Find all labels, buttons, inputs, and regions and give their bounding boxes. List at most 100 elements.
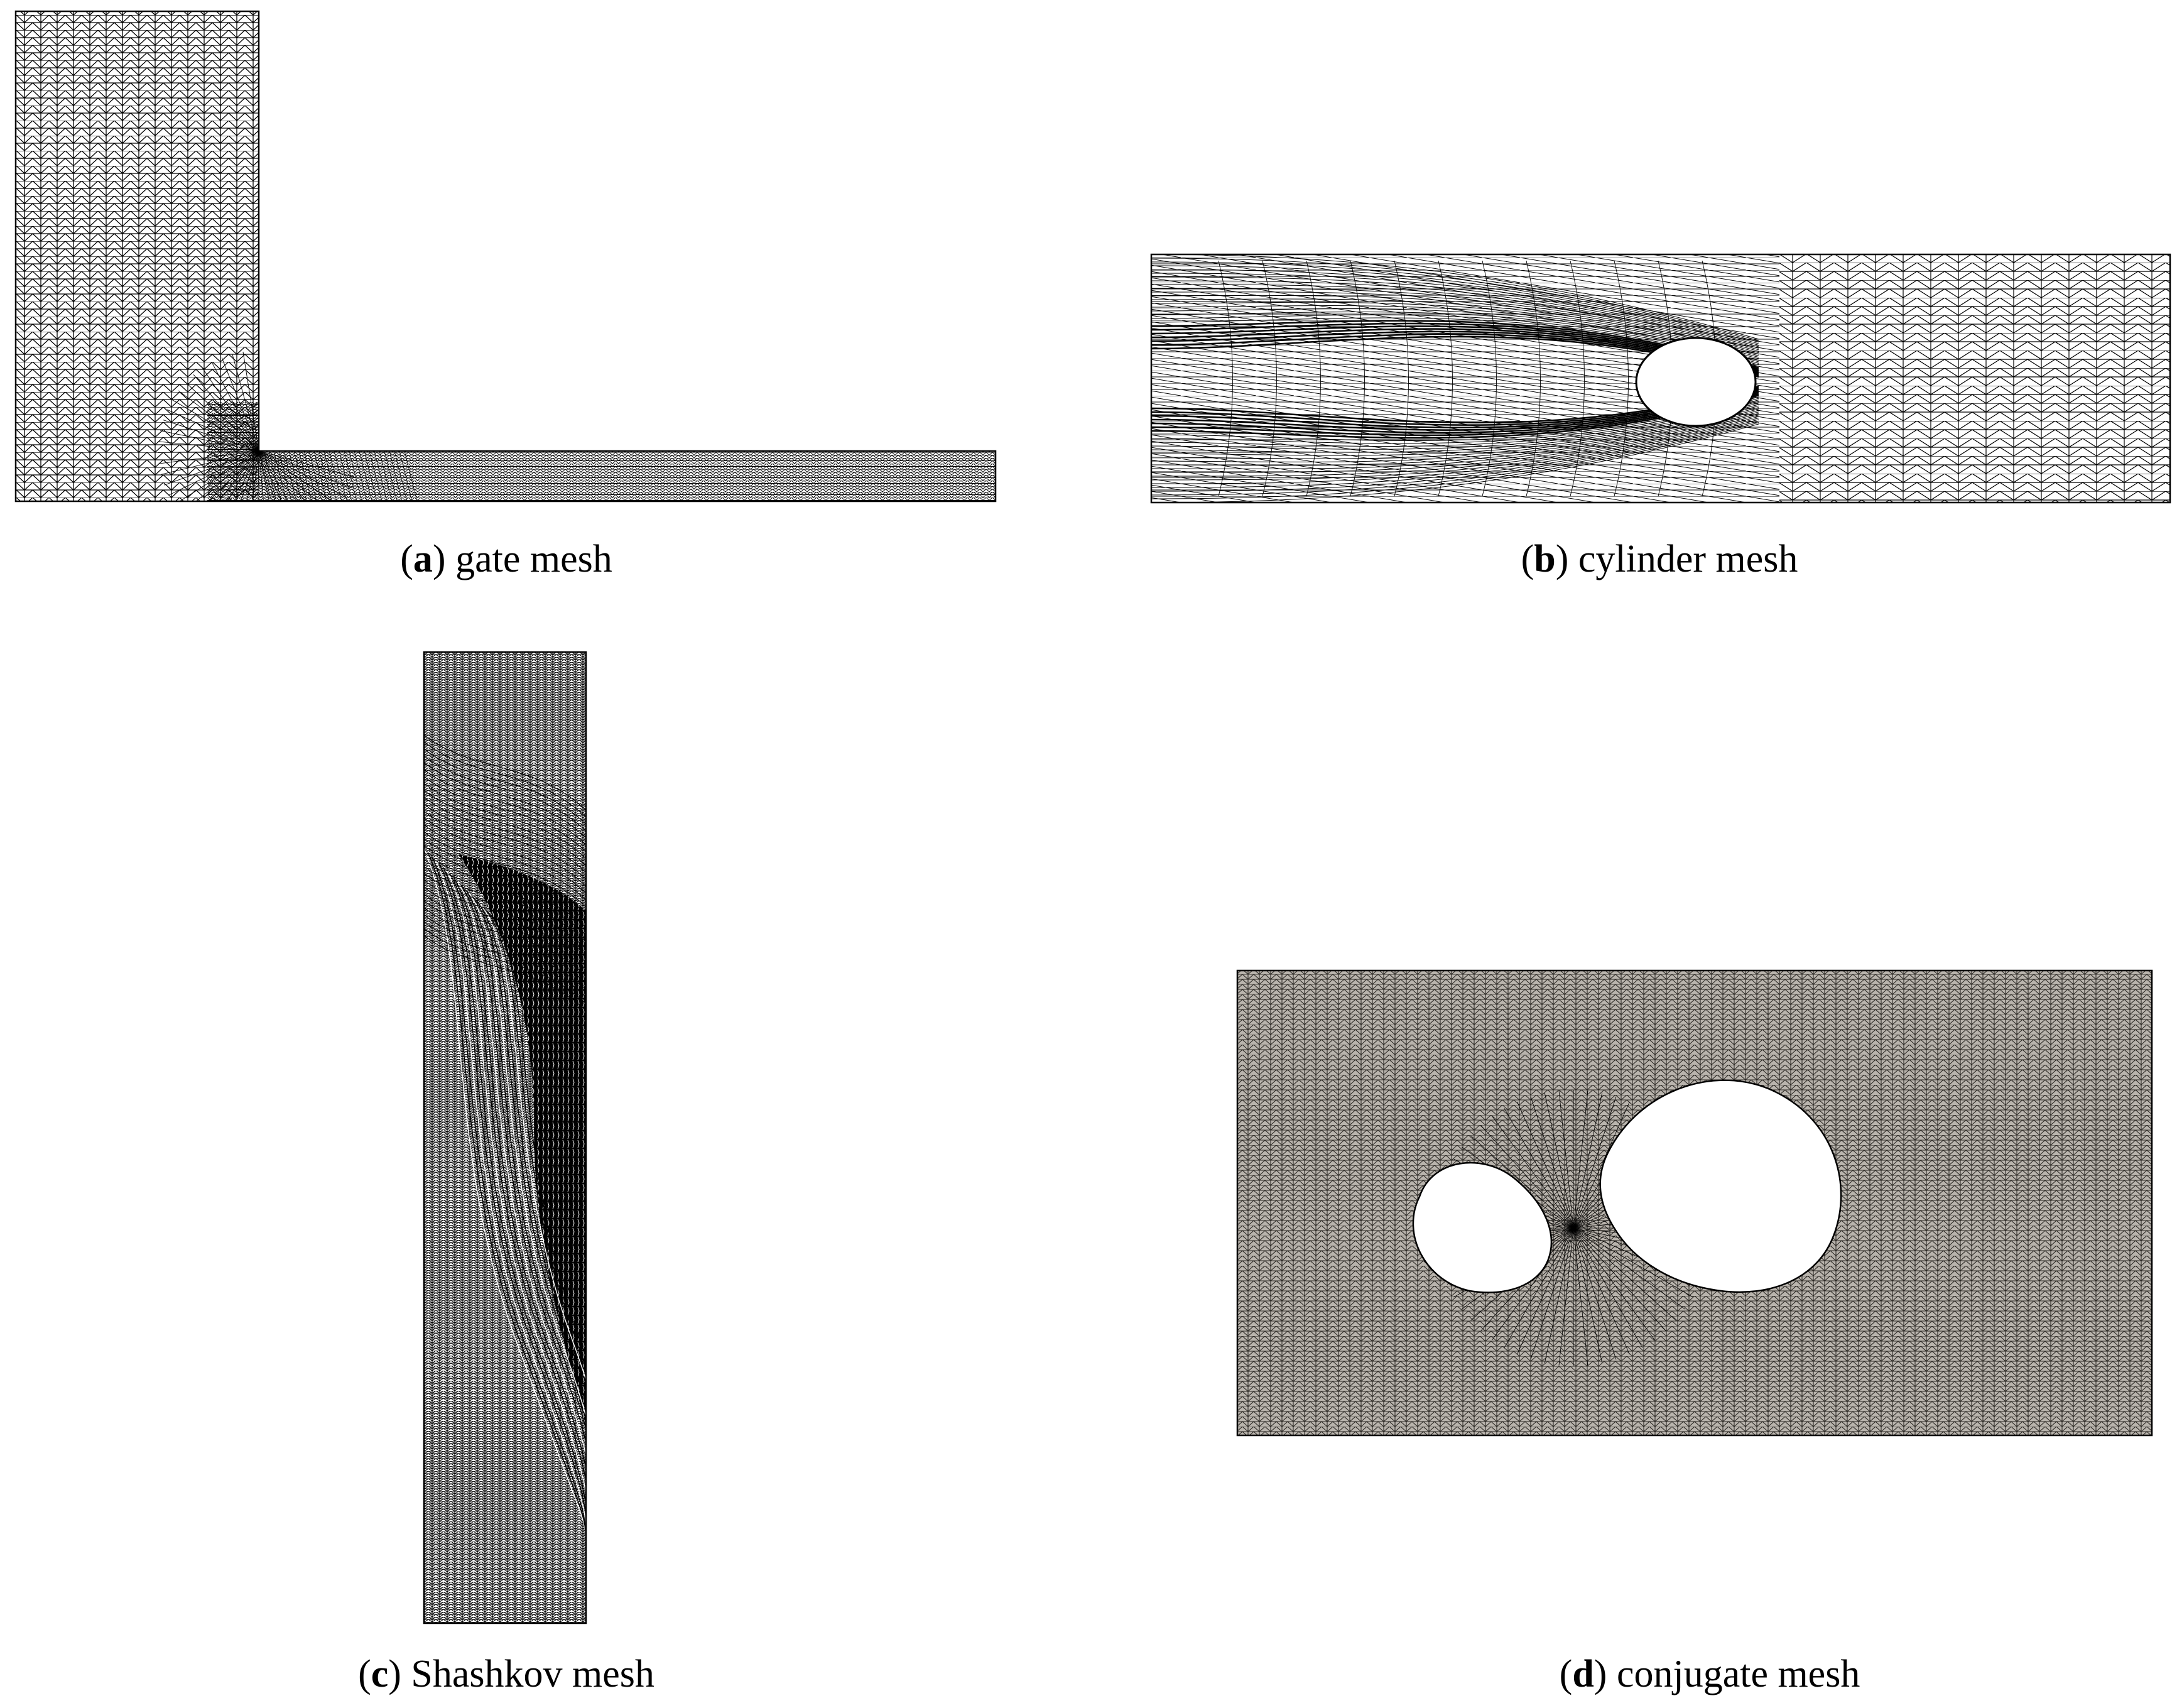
cylinder-cross-line: [1614, 260, 1629, 497]
gate-mesh-fan-line: [193, 374, 259, 452]
shashkov-mesh-curve: [424, 873, 586, 949]
cylinder-mesh-wake-region: [1779, 254, 2170, 503]
cylinder-streamline: [1151, 400, 1759, 447]
large-hole: [1599, 1079, 1842, 1293]
cylinder-streamline: [1151, 415, 1759, 481]
shashkov-mesh-curve: [424, 769, 586, 846]
gate-mesh-fan-line: [288, 450, 302, 501]
conjugate-mesh-fan-line: [1517, 1101, 1574, 1229]
gate-mesh-fan-line: [308, 450, 322, 501]
caption-b-text: cylinder mesh: [1578, 538, 1798, 580]
small-hole: [1412, 1161, 1553, 1293]
cylinder-streamline: [1151, 288, 1759, 354]
conjugate-mesh-fan-line: [1573, 1227, 1643, 1348]
conjugate-mesh-fan-line: [1573, 1227, 1617, 1360]
shashkov-mesh-curve: [424, 790, 586, 866]
gate-mesh-fan-line: [263, 450, 277, 501]
shashkov-mesh-curve: [487, 911, 586, 1540]
cylinder-mesh-boundary: [1150, 253, 2171, 504]
gate-mesh-fan-line: [160, 430, 259, 452]
gate-mesh-channel-region: [259, 451, 996, 501]
shashkov-mesh-boundary: [423, 651, 587, 1624]
conjugate-mesh-fan-line: [1558, 1091, 1574, 1229]
conjugate-mesh-fan-line: [1530, 1227, 1574, 1360]
cylinder-streamline: [1151, 280, 1759, 351]
shashkov-mesh-curve: [424, 866, 586, 942]
gate-mesh-fan-line: [158, 450, 259, 453]
conjugate-mesh-fan-line: [1573, 1091, 1588, 1229]
shashkov-mesh-curve: [472, 896, 586, 1540]
gate-mesh-fan-line: [339, 450, 352, 501]
cylinder-streamline: [1151, 258, 1759, 341]
gate-mesh-fan-line: [283, 450, 297, 501]
cylinder-streamline: [1151, 411, 1759, 473]
gate-mesh-fan-line: [168, 450, 259, 496]
shashkov-mesh-curve: [469, 893, 586, 1540]
gate-mesh-fan-line: [159, 450, 259, 464]
shashkov-mesh-curve: [424, 831, 586, 908]
cylinder-cross-line: [1262, 260, 1277, 497]
gate-mesh-boundary: [14, 10, 997, 503]
gate-mesh-fan-line: [164, 450, 259, 486]
shashkov-mesh-curve: [465, 889, 586, 1540]
shashkov-mesh-curve: [461, 885, 586, 1540]
shashkov-mesh-curve: [424, 797, 586, 873]
caption-c-text: Shashkov mesh: [411, 1653, 654, 1695]
cylinder-streamline: [1151, 314, 1759, 366]
cylinder-cross-line: [1438, 260, 1453, 497]
gate-mesh-figure: [14, 10, 997, 503]
shashkov-mesh-curve: [424, 935, 586, 1011]
gate-mesh-fan-line: [349, 450, 362, 501]
gate-mesh-fan-line: [224, 450, 259, 501]
cylinder-streamline: [1151, 405, 1759, 459]
shashkov-mesh-curve: [431, 855, 586, 1540]
gate-mesh-fan-line: [404, 450, 418, 501]
gate-mesh-fan-line: [354, 450, 367, 501]
shashkov-mesh-curve: [424, 847, 586, 1540]
cylinder-cross-line: [1306, 260, 1321, 497]
conjugate-mesh-fan-line: [1573, 1227, 1676, 1321]
gate-mesh-fan-line: [214, 450, 259, 501]
cylinder-cross-line: [1218, 260, 1233, 497]
cylinder-streamline: [1151, 404, 1759, 456]
shashkov-mesh-curve: [424, 845, 586, 922]
shashkov-mesh-curve: [424, 810, 586, 887]
cylinder-cross-line: [1570, 260, 1585, 497]
shashkov-mesh-curve: [484, 908, 586, 1540]
gate-mesh-fan-line: [298, 450, 312, 501]
gate-mesh-fan-line: [180, 450, 259, 501]
cylinder-streamline: [1151, 305, 1759, 361]
shashkov-mesh-curve: [424, 824, 586, 901]
caption-a: (a) gate mesh: [400, 538, 612, 580]
shashkov-mesh-curve: [476, 900, 586, 1540]
shashkov-mesh-curve: [457, 881, 586, 1540]
conjugate-mesh-fan-line: [1573, 1227, 1666, 1331]
cylinder-streamline: [1151, 398, 1759, 444]
gate-mesh-fan-line: [313, 450, 327, 501]
gate-mesh-fan-line: [163, 420, 259, 452]
shashkov-mesh-curve: [424, 755, 586, 832]
conjugate-mesh-fan-line: [1544, 1227, 1574, 1364]
shashkov-mesh-curve: [424, 838, 586, 915]
conjugate-mesh-fan-line: [1573, 1101, 1630, 1229]
cylinder-cross-line: [1394, 260, 1409, 497]
shashkov-mesh-curve: [424, 776, 586, 852]
gate-mesh-fan-line: [258, 450, 348, 499]
gate-mesh-fan-line: [173, 450, 259, 501]
conjugate-mesh-fan-line: [1573, 1227, 1588, 1366]
gate-mesh-fan-line: [232, 354, 259, 452]
cylinder-streamline: [1151, 420, 1759, 496]
gate-mesh-fan-line: [211, 362, 259, 452]
gate-mesh-fan-line: [389, 450, 403, 501]
shashkov-mesh-curve: [424, 928, 586, 1004]
gate-mesh-fan-line: [323, 450, 337, 501]
gate-mesh-fan-line: [235, 450, 259, 501]
gate-mesh-fan-line: [374, 450, 388, 501]
gate-mesh-fan-line: [202, 367, 259, 452]
gate-mesh-fan-line: [161, 450, 259, 475]
cylinder-streamline: [1151, 254, 1759, 340]
cylinder-streamline: [1151, 423, 1759, 503]
shashkov-mesh-curve: [424, 817, 586, 894]
conjugate-mesh-fan-line: [1504, 1108, 1574, 1229]
conjugate-mesh-fan-line: [1573, 1227, 1630, 1355]
